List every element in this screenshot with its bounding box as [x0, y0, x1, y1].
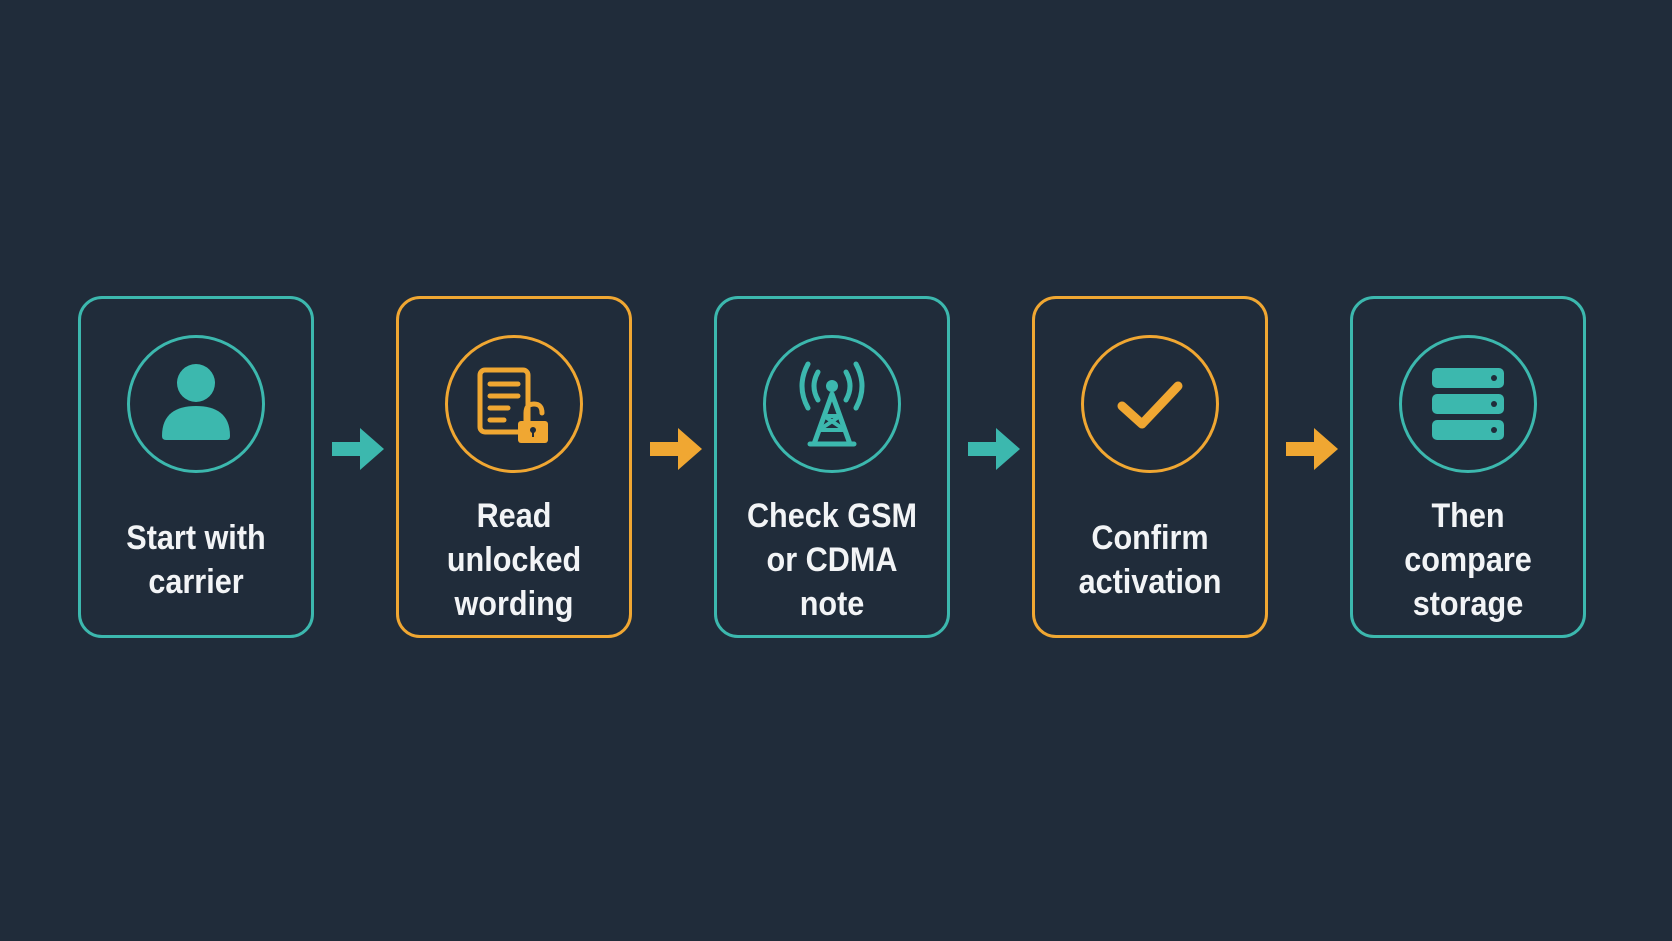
arrow-right-icon [1284, 424, 1340, 474]
icon-ring [127, 335, 265, 473]
step-check-gsm-cdma: Check GSM or CDMA note [714, 296, 950, 638]
arrow-right-icon [648, 424, 704, 474]
icon-ring [763, 335, 901, 473]
step-label: Check GSM or CDMA note [746, 497, 918, 623]
icon-ring [1399, 335, 1537, 473]
step-start-with-carrier: Start with carrier [78, 296, 314, 638]
step-label: Read unlocked wording [446, 497, 582, 623]
person-icon [162, 364, 230, 440]
document-unlock-icon [477, 367, 548, 443]
storage-server-icon [1432, 368, 1504, 440]
step-read-unlocked-wording: Read unlocked wording [396, 296, 632, 638]
checkmark-icon [1117, 381, 1183, 429]
step-label: Start with carrier [126, 519, 266, 601]
icon-ring [445, 335, 583, 473]
step-label: Confirm activation [1078, 519, 1222, 601]
step-confirm-activation: Confirm activation [1032, 296, 1268, 638]
icon-ring [1081, 335, 1219, 473]
step-label: Then compare storage [1404, 497, 1532, 623]
arrow-right-icon [330, 424, 386, 474]
cell-tower-icon [799, 361, 865, 447]
arrow-right-icon [966, 424, 1022, 474]
step-compare-storage: Then compare storage [1350, 296, 1586, 638]
